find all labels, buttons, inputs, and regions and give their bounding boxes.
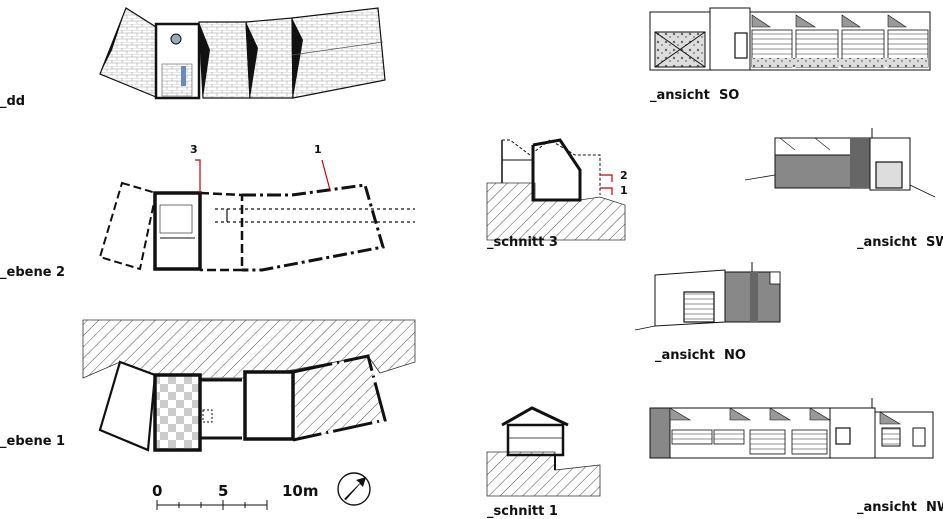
scale-bar (156, 500, 268, 510)
label-ansicht-no: _ansicht NO (655, 348, 746, 363)
floor-plan-level-2 (98, 159, 415, 272)
section-marker-3: 3 (190, 143, 198, 156)
roof-plan (99, 7, 386, 100)
section-marker-1: 1 (314, 143, 322, 156)
label-schnitt-3: _schnitt 3 (487, 235, 558, 250)
section-1-drawing (486, 406, 601, 497)
scale-ten-m: 10m (282, 482, 319, 500)
section-marker-1-schnitt: 1 (620, 184, 628, 197)
label-ansicht-so: _ansicht SO (650, 88, 740, 103)
scale-zero: 0 (152, 482, 163, 500)
label-ebene-2: _ebene 2 (0, 265, 66, 280)
elevation-so-drawing (649, 7, 931, 71)
elevation-no-drawing (634, 262, 781, 331)
label-dd: _dd (0, 94, 26, 109)
section-marker-2-schnitt: 2 (620, 169, 628, 182)
label-ansicht-nw: _ansicht NW (857, 500, 943, 515)
elevation-nw-drawing (649, 398, 934, 459)
label-ebene-1: _ebene 1 (0, 434, 66, 449)
elevation-sw-drawing (744, 128, 936, 198)
section-3-drawing (486, 138, 626, 241)
scale-five: 5 (218, 482, 229, 500)
label-ansicht-sw: _ansicht SW (857, 235, 943, 250)
floor-plan-level-1 (82, 319, 416, 452)
label-schnitt-1: _schnitt 1 (487, 504, 558, 519)
north-arrow-icon (337, 472, 371, 506)
